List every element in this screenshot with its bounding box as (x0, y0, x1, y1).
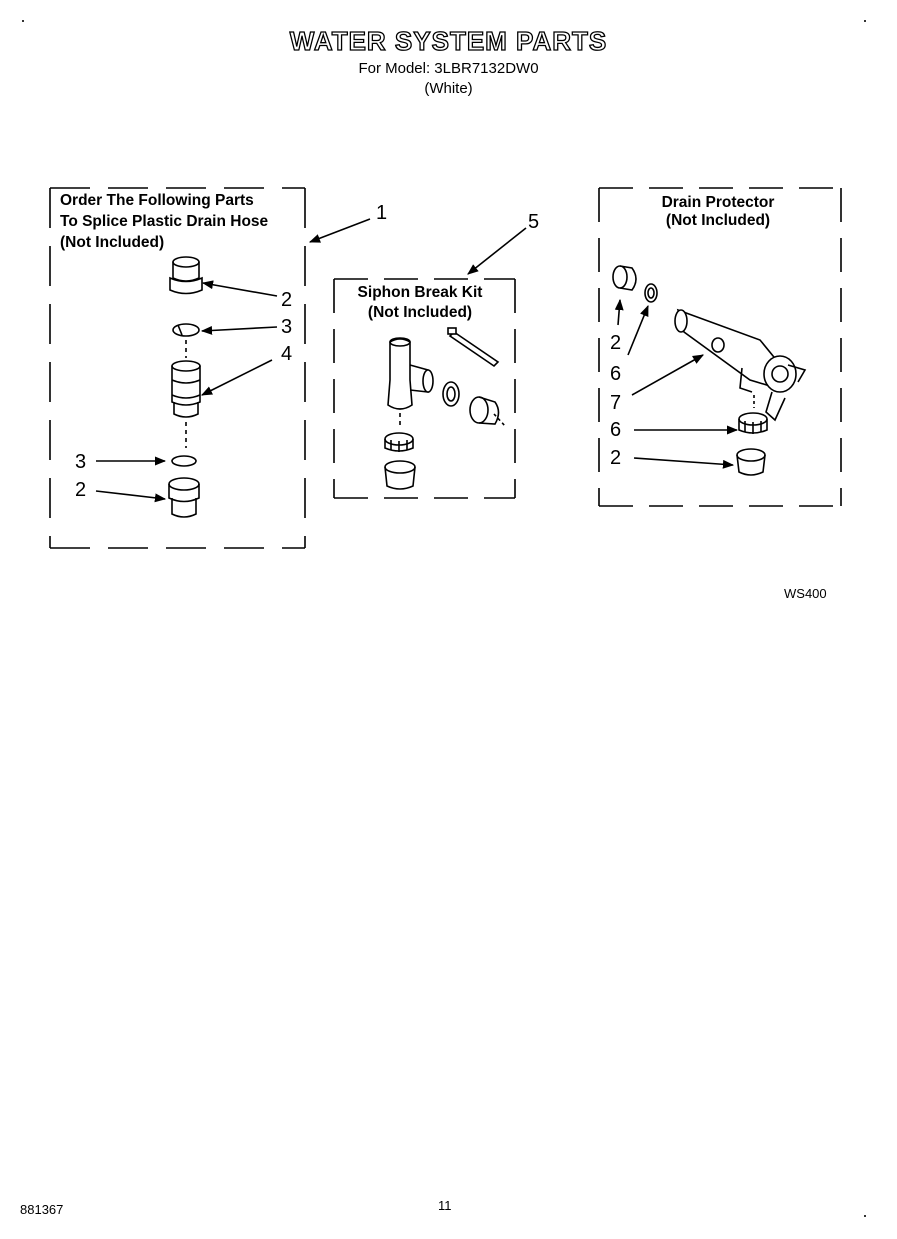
drain-header-line2: (Not Included) (600, 210, 836, 231)
leader-2-bottom (95, 490, 167, 503)
color-line: (White) (424, 80, 473, 97)
siphon-cap (384, 460, 416, 490)
callout-drain-7: 7 (610, 392, 622, 414)
callout-4: 4 (281, 343, 293, 365)
callout-drain-2-lower: 2 (610, 447, 622, 469)
leader-d7 (631, 354, 704, 396)
leader-2-top (201, 280, 278, 297)
leader-3-top (200, 325, 278, 335)
drain-protector-body-7 (674, 308, 807, 422)
callout-drain-2: 2 (610, 332, 622, 354)
splice-panel-frame (49, 187, 306, 549)
coupling-part-2-bottom (168, 477, 200, 518)
siphon-tee (387, 337, 434, 410)
callout-3: 3 (281, 316, 293, 338)
siphon-ring (442, 381, 460, 407)
clamp-ring-3-top (172, 323, 200, 337)
coupling-part-2-top (169, 256, 203, 295)
drain-clamp-6-top (644, 283, 658, 303)
leader-d6-top (627, 304, 649, 356)
siphon-header-line2: (Not Included) (335, 302, 505, 323)
drain-header-line1: Drain Protector (600, 192, 836, 213)
document-number: 881367 (20, 1202, 64, 1217)
leader-1 (308, 218, 371, 243)
drain-clamp-6-bottom (738, 412, 768, 434)
drain-coupling-2-top (612, 265, 637, 291)
drain-panel-frame (598, 187, 842, 507)
callout-5: 5 (528, 211, 540, 233)
siphon-clamp (384, 432, 414, 452)
siphon-coupling (469, 396, 507, 428)
leader-4 (200, 359, 273, 396)
callout-2: 2 (281, 289, 293, 311)
callout-1: 1 (376, 202, 388, 224)
splice-header-line2: To Splice Plastic Drain Hose (60, 211, 269, 232)
cable-tie (447, 327, 500, 368)
page-number: 11 (438, 1198, 452, 1213)
callout-drain-6: 6 (610, 363, 622, 385)
siphon-header-line1: Siphon Break Kit (335, 282, 505, 303)
leader-5 (467, 227, 527, 275)
drain-coupling-2-bottom (736, 448, 766, 476)
siphon-panel-frame (333, 278, 516, 499)
callout-3-lower: 3 (75, 451, 87, 473)
connector-tube-4 (171, 360, 201, 418)
leader-d2-bottom (633, 457, 735, 469)
figure-code: WS400 (784, 586, 827, 601)
clamp-ring-3-bottom (171, 455, 197, 467)
page-title: WATER SYSTEM PARTS (289, 25, 608, 56)
callout-drain-6-lower: 6 (610, 419, 622, 441)
leader-d2-top (614, 298, 624, 326)
callout-2-lower: 2 (75, 479, 87, 501)
model-line: For Model: 3LBR7132DW0 (358, 60, 539, 77)
splice-header-line3: (Not Included) (60, 232, 165, 253)
splice-header-line1: Order The Following Parts (60, 190, 256, 211)
